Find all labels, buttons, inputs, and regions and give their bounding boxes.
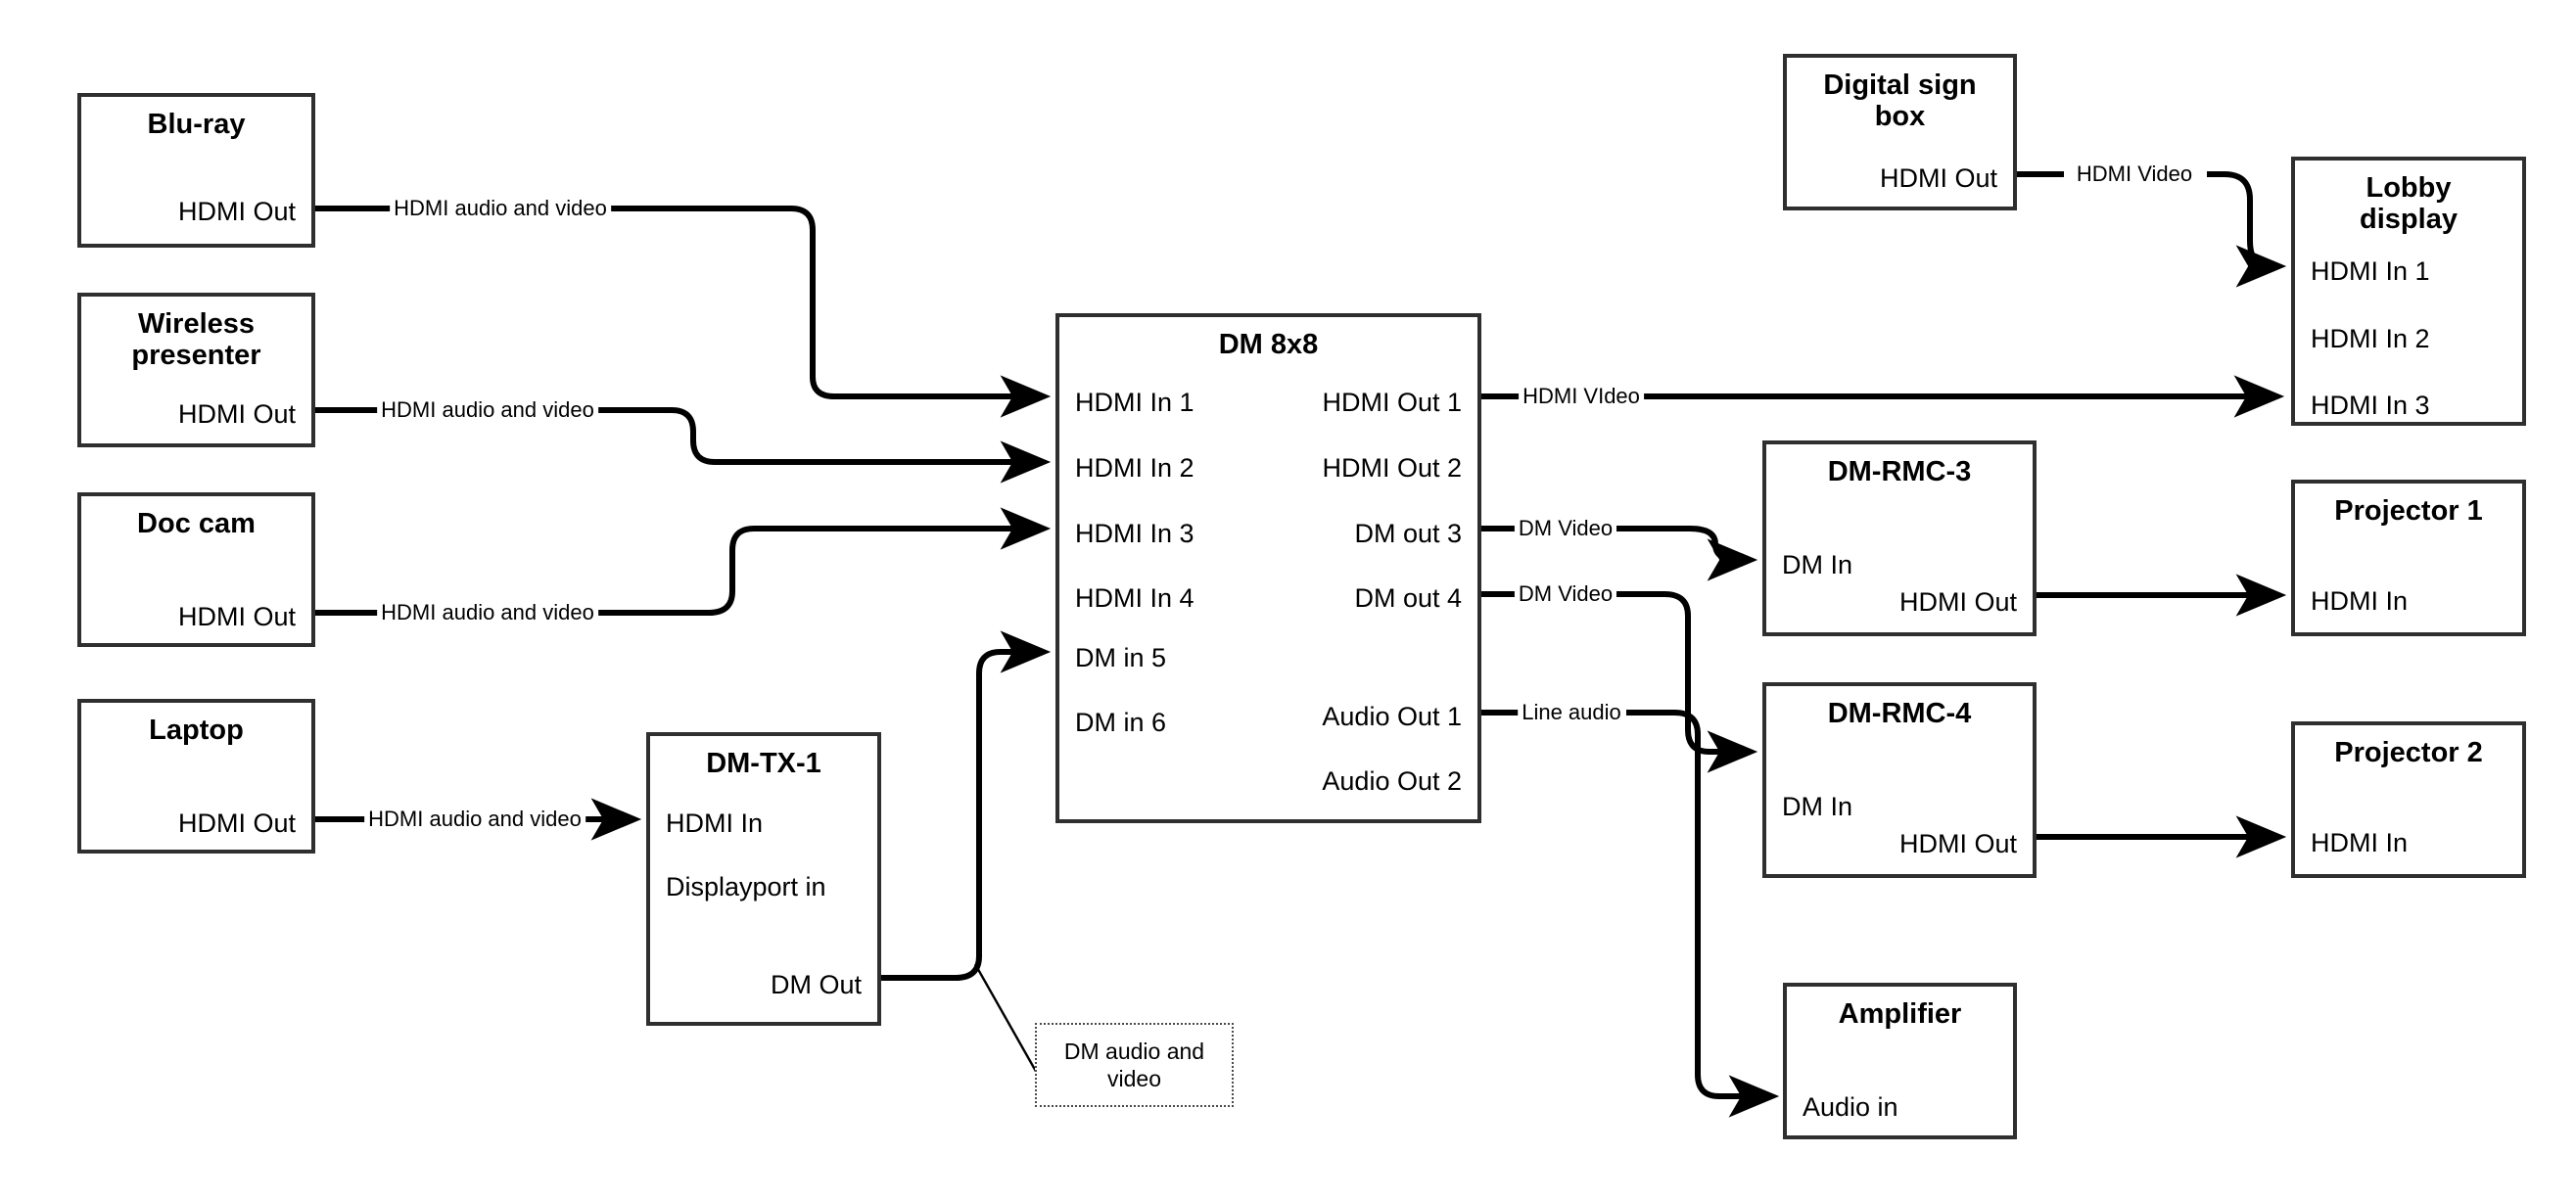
node-laptop[interactable]: Laptop HDMI Out: [77, 699, 315, 854]
port-projector2-hdmi-in: HDMI In: [2311, 828, 2409, 857]
node-laptop-title: Laptop: [149, 715, 244, 746]
node-wireless-presenter[interactable]: Wireless presenter HDMI Out: [77, 293, 315, 447]
wire-dm8x8-to-amplifier: [1481, 710, 1772, 1096]
callout-dm-audio-and-video: DM audio and video: [1035, 1023, 1234, 1107]
port-dm8x8-hdmi-in-4: HDMI In 4: [1075, 583, 1194, 613]
port-dm8x8-hdmi-in-1: HDMI In 1: [1075, 388, 1194, 417]
node-dm-tx-1-title: DM-TX-1: [706, 748, 821, 779]
port-dmrmc4-hdmi-out: HDMI Out: [1898, 829, 2017, 858]
port-dm8x8-hdmi-in-2: HDMI In 2: [1075, 453, 1194, 483]
node-amplifier[interactable]: Amplifier Audio in: [1783, 983, 2017, 1139]
node-lobby-display[interactable]: Lobby display HDMI In 1 HDMI In 2 HDMI I…: [2291, 157, 2526, 426]
node-bluray-title: Blu-ray: [147, 109, 246, 140]
port-lobby-hdmi-in-2: HDMI In 2: [2311, 324, 2430, 353]
node-projector-1[interactable]: Projector 1 HDMI In: [2291, 480, 2526, 636]
port-dm8x8-hdmi-out-2: HDMI Out 2: [1322, 453, 1462, 483]
wire-label-dm-out-3: DM Video: [1514, 518, 1617, 539]
port-dmrmc3-hdmi-out: HDMI Out: [1898, 587, 2017, 617]
port-dm8x8-audio-out-1: Audio Out 1: [1322, 702, 1462, 731]
node-dm-tx-1[interactable]: DM-TX-1 HDMI In Displayport in DM Out: [646, 732, 881, 1026]
node-projector-1-title: Projector 1: [2334, 495, 2483, 527]
wire-label-doccam: HDMI audio and video: [377, 602, 598, 624]
port-dmrmc4-dm-in: DM In: [1782, 792, 1853, 821]
port-dmtx1-displayport-in: Displayport in: [666, 872, 826, 901]
wire-label-bluray: HDMI audio and video: [390, 198, 611, 219]
wire-label-signbox: HDMI Video: [2072, 163, 2197, 185]
port-doccam-hdmi-out: HDMI Out: [177, 602, 296, 631]
port-lobby-hdmi-in-1: HDMI In 1: [2311, 256, 2430, 286]
node-lobby-display-title: Lobby display: [2360, 172, 2458, 236]
node-dm-8x8-title: DM 8x8: [1218, 329, 1319, 360]
port-wireless-hdmi-out: HDMI Out: [177, 399, 296, 429]
port-dm8x8-hdmi-in-3: HDMI In 3: [1075, 519, 1194, 548]
wire-label-audio-out-1: Line audio: [1518, 702, 1625, 723]
port-signbox-hdmi-out: HDMI Out: [1879, 163, 1997, 193]
node-dm-rmc-3[interactable]: DM-RMC-3 DM In HDMI Out: [1762, 440, 2037, 636]
node-doc-cam[interactable]: Doc cam HDMI Out: [77, 492, 315, 647]
port-dm8x8-dm-out-3: DM out 3: [1354, 519, 1462, 548]
port-laptop-hdmi-out: HDMI Out: [177, 808, 296, 838]
wire-label-wireless: HDMI audio and video: [377, 399, 598, 421]
node-bluray[interactable]: Blu-ray HDMI Out: [77, 93, 315, 248]
port-projector1-hdmi-in: HDMI In: [2311, 586, 2409, 616]
wire-dmtx1-to-dm8x8: [881, 630, 1052, 981]
node-dm-rmc-4[interactable]: DM-RMC-4 DM In HDMI Out: [1762, 682, 2037, 878]
port-dm8x8-dm-in-6: DM in 6: [1075, 708, 1167, 737]
node-doc-cam-title: Doc cam: [137, 508, 256, 539]
port-lobby-hdmi-in-3: HDMI In 3: [2311, 391, 2430, 420]
wire-bluray-to-dm8x8: [315, 206, 1044, 396]
node-dm-rmc-4-title: DM-RMC-4: [1827, 698, 1972, 729]
port-bluray-hdmi-out: HDMI Out: [177, 197, 296, 226]
port-dmtx1-hdmi-in: HDMI In: [666, 808, 764, 838]
port-amplifier-audio-in: Audio in: [1803, 1092, 1898, 1122]
node-digital-sign-box[interactable]: Digital sign box HDMI Out: [1783, 54, 2017, 210]
port-dm8x8-hdmi-out-1: HDMI Out 1: [1322, 388, 1462, 417]
wire-signbox-to-lobby: [2017, 171, 2279, 266]
port-dmrmc3-dm-in: DM In: [1782, 550, 1853, 579]
wire-label-hdmi-out-1: HDMI VIdeo: [1519, 386, 1644, 407]
node-dm-rmc-3-title: DM-RMC-3: [1827, 456, 1972, 487]
node-digital-sign-box-title: Digital sign box: [1823, 69, 1977, 133]
node-wireless-presenter-title: Wireless presenter: [131, 308, 261, 372]
wire-label-dm-out-4: DM Video: [1514, 583, 1617, 605]
node-projector-2-title: Projector 2: [2334, 737, 2483, 768]
node-dm-8x8[interactable]: DM 8x8 HDMI In 1 HDMI In 2 HDMI In 3 HDM…: [1055, 313, 1481, 823]
wire-dm8x8-to-dmrmc4: [1481, 591, 1751, 752]
port-dm8x8-audio-out-2: Audio Out 2: [1322, 766, 1462, 796]
wire-label-laptop: HDMI audio and video: [364, 808, 585, 830]
wire-callout-leader: [973, 963, 1040, 1076]
node-amplifier-title: Amplifier: [1838, 998, 1962, 1030]
port-dm8x8-dm-in-5: DM in 5: [1075, 643, 1167, 672]
port-dmtx1-dm-out: DM Out: [770, 970, 862, 999]
node-projector-2[interactable]: Projector 2 HDMI In: [2291, 721, 2526, 878]
port-dm8x8-dm-out-4: DM out 4: [1354, 583, 1462, 613]
